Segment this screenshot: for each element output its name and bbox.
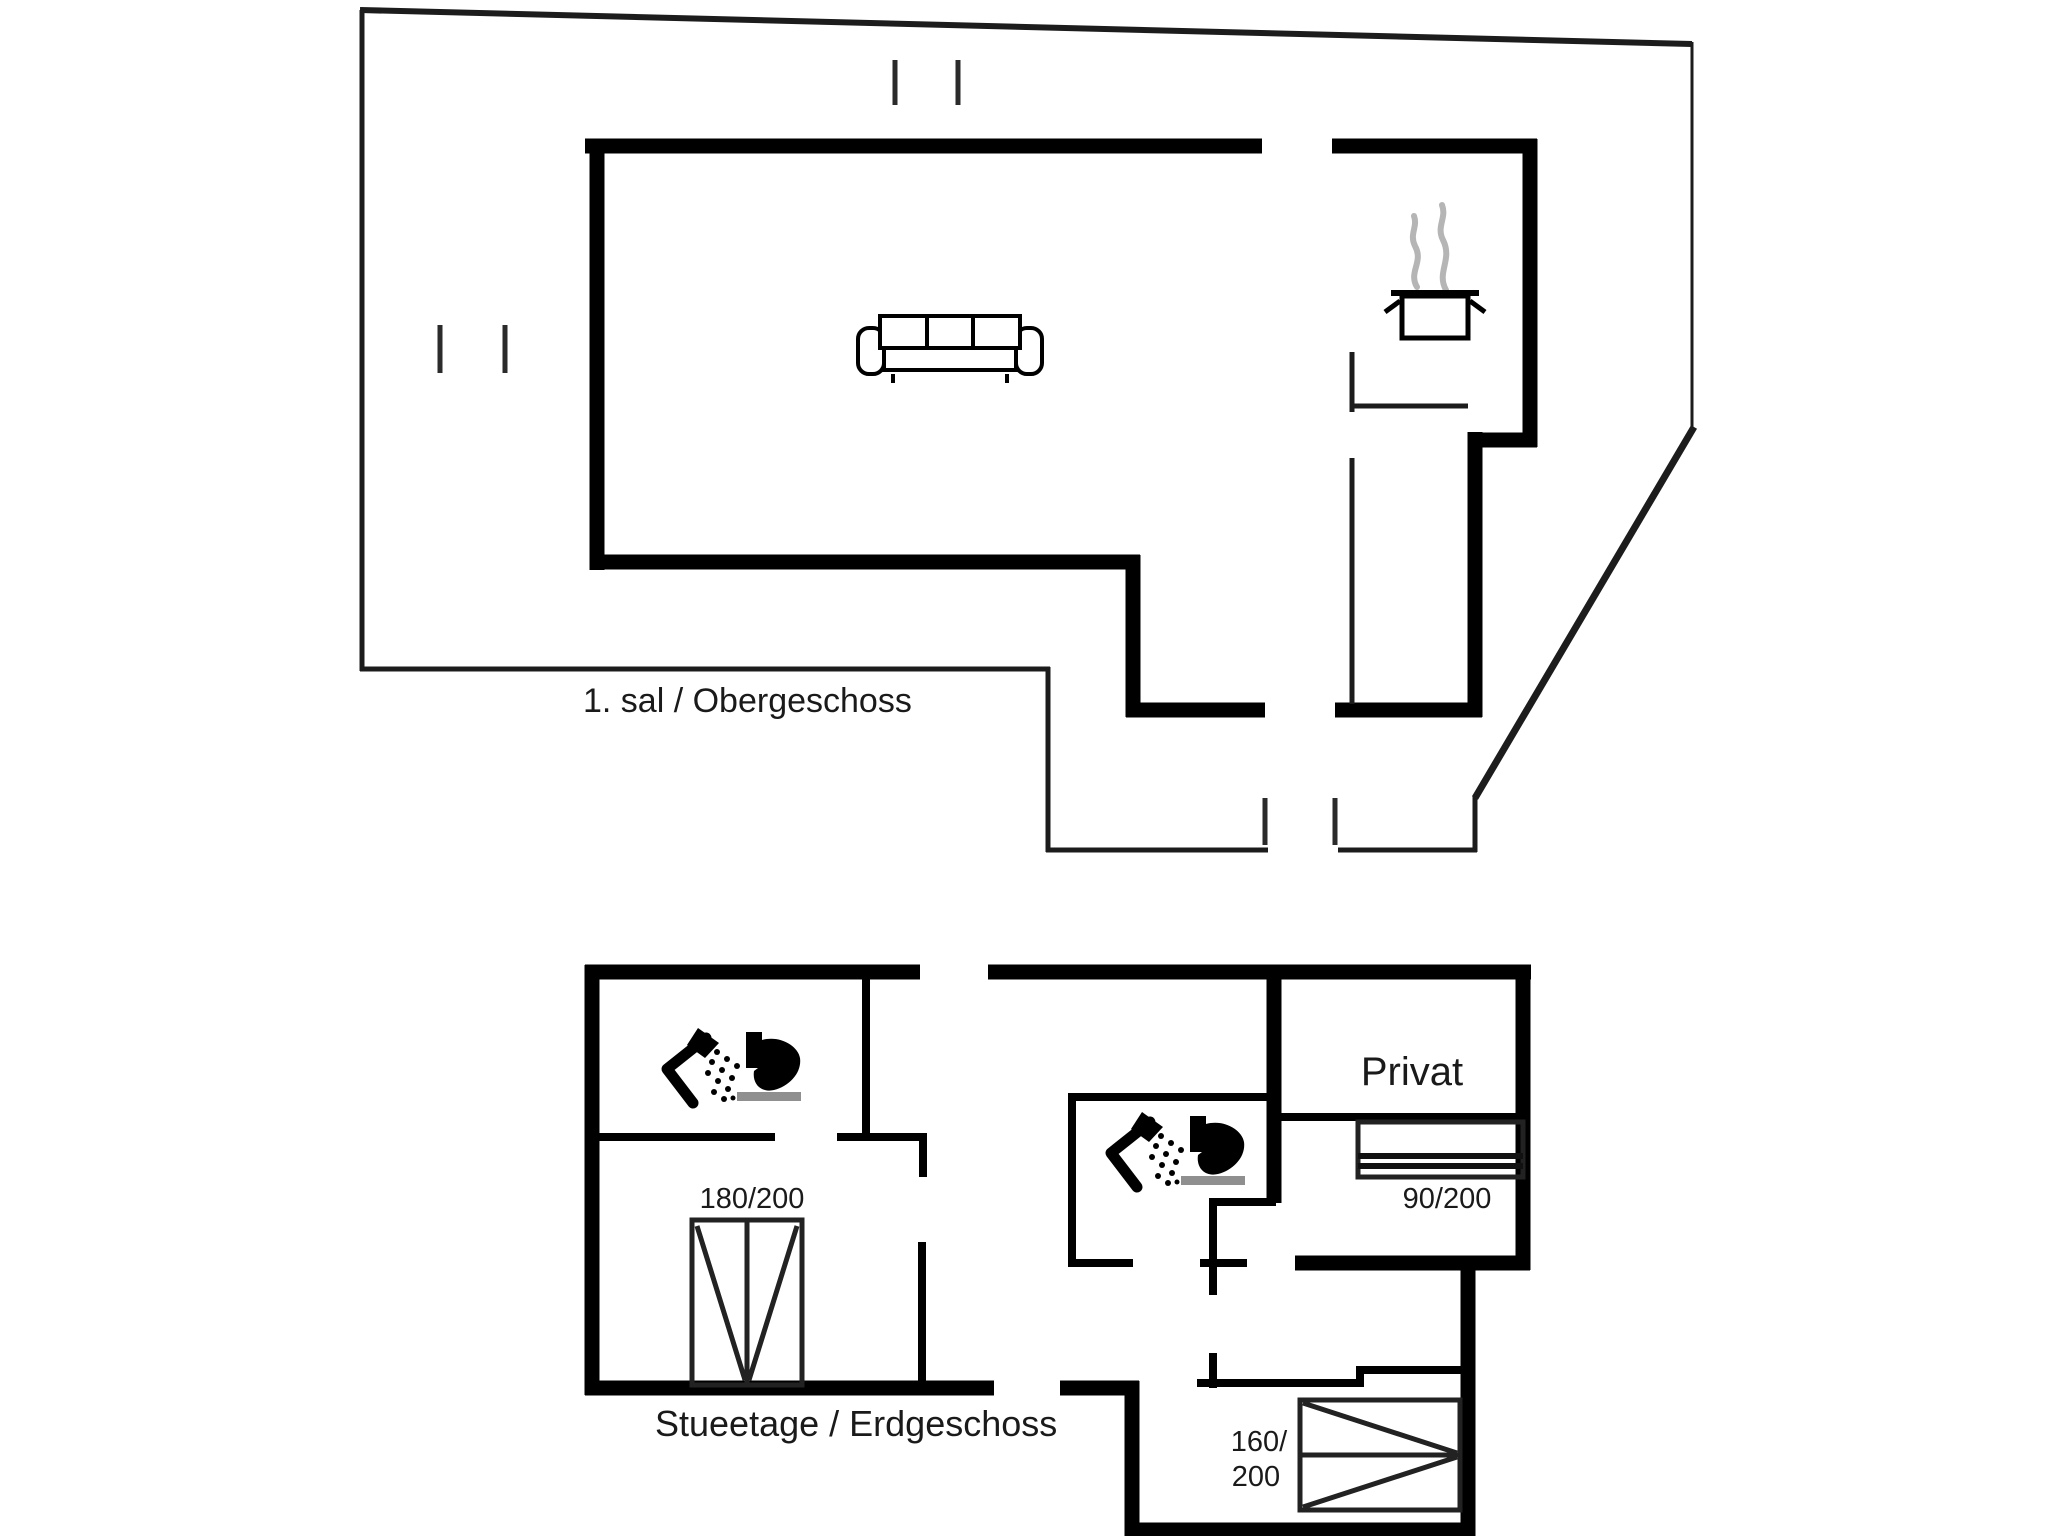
- window-tick-icon: [892, 60, 961, 105]
- sofa-icon: [856, 314, 1044, 383]
- bedroom160-partition: [1197, 1366, 1470, 1387]
- bed-90-200-icon: [1355, 1119, 1526, 1180]
- ground-walls-thick: [584, 964, 1531, 1536]
- window-ticks: [437, 60, 1338, 845]
- bed-90-200-label: 90/200: [1403, 1183, 1492, 1215]
- privat-room-label: Privat: [1361, 1050, 1463, 1094]
- upper-walls: [585, 138, 1538, 718]
- upper-floor-plan: 1. sal / Obergeschoss: [359, 7, 1698, 853]
- bed-160-200-label-line2: 200: [1232, 1461, 1280, 1493]
- toilet-icon: [737, 1032, 801, 1101]
- kitchen-counter: [1349, 352, 1468, 704]
- bathroom-icons: [661, 1028, 801, 1109]
- bed-180-200-label: 180/200: [700, 1183, 805, 1215]
- bed-fold-lines: [1302, 1400, 1458, 1510]
- ground-floor-label: Stueetage / Erdgeschoss: [655, 1403, 1057, 1444]
- pot-handles: [1383, 298, 1487, 315]
- bed-head-lines: [1358, 1153, 1523, 1169]
- bed-180-200-icon: [689, 1217, 805, 1388]
- upper-floor-label: 1. sal / Obergeschoss: [583, 682, 912, 720]
- sofa-seat: [882, 346, 1018, 372]
- terrace-boundary: [359, 7, 1698, 853]
- sofa-feet: [891, 374, 1009, 383]
- window-tick-icon: [437, 325, 508, 373]
- bed-160-200-label-line1: 160/: [1231, 1426, 1288, 1458]
- bed-outline: [1355, 1119, 1526, 1180]
- sofa-back-dividers: [925, 316, 975, 348]
- pot-body: [1399, 293, 1471, 341]
- ground-walls-medium: [592, 972, 1529, 1390]
- shower-icon: [661, 1028, 740, 1109]
- shower-spray-dots: [705, 1049, 740, 1102]
- toilet-base: [737, 1092, 801, 1101]
- window-tick-icon: [1262, 798, 1338, 845]
- bathroom2-icons: [1111, 1112, 1245, 1187]
- ground-floor-plan: Stueetage / Erdgeschoss Privat 180/200 9…: [584, 964, 1531, 1536]
- bathroom1-bottom-wall: [592, 1133, 927, 1177]
- bed-160-200-icon: [1297, 1397, 1463, 1513]
- boundary-top-edge: [359, 7, 1693, 47]
- bed-fold-lines: [694, 1225, 800, 1381]
- steam-icon: [1409, 202, 1450, 293]
- sofa-back: [878, 314, 1022, 350]
- boundary-diagonal-edge: [1471, 425, 1698, 800]
- steaming-pot-icon: [1383, 202, 1487, 341]
